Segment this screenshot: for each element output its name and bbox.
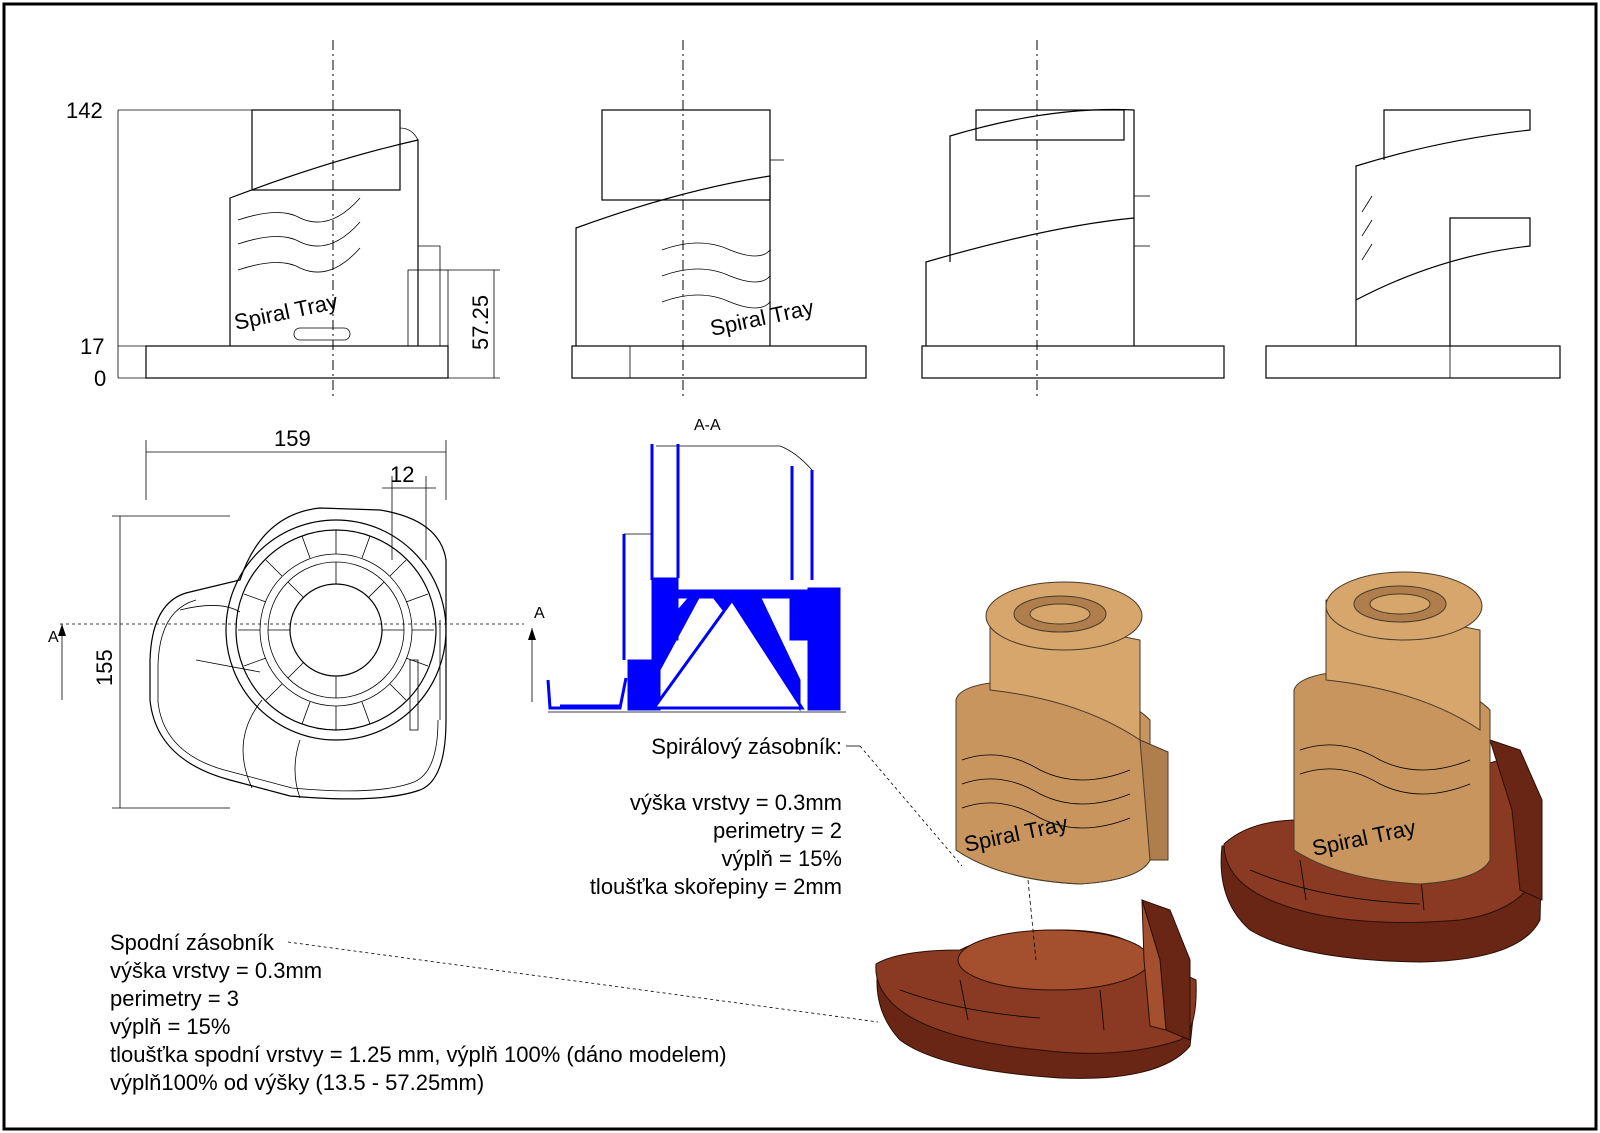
dim-height-57-25: 57.25 xyxy=(468,295,493,350)
front-view-3 xyxy=(921,40,1225,396)
section-label: A-A xyxy=(694,417,721,434)
dim-width-159: 159 xyxy=(274,426,311,451)
dim-height-17: 17 xyxy=(80,334,104,359)
render-exploded-assembly: Spiral Tray xyxy=(875,581,1197,1079)
spiral-tray-notes: Spirálový zásobník: výška vrstvy = 0.3mm… xyxy=(590,734,963,899)
section-marker-right: A xyxy=(534,605,545,622)
top-view xyxy=(149,507,447,800)
bottom-notes-line-4: tloušťka spodní vrstvy = 1.25 mm, výplň … xyxy=(110,1042,727,1067)
front-view-4 xyxy=(1265,109,1561,379)
bottom-notes-line-5: výplň100% od výšky (13.5 - 57.25mm) xyxy=(110,1070,484,1095)
section-view-a-a: A-A A xyxy=(528,417,846,713)
bottom-notes-leader xyxy=(287,941,879,1023)
render-assembled: Spiral Tray xyxy=(1220,571,1543,963)
bottom-tray-notes: Spodní zásobník výška vrstvy = 0.3mm per… xyxy=(110,930,879,1095)
front-view-2: Spiral Tray xyxy=(571,40,867,396)
spiral-notes-line-4: tloušťka skořepiny = 2mm xyxy=(590,874,842,899)
dim-height-142: 142 xyxy=(66,98,103,123)
spiral-notes-line-1: výška vrstvy = 0.3mm xyxy=(630,790,842,815)
dim-depth-155: 155 xyxy=(92,649,117,686)
bottom-notes-line-1: výška vrstvy = 0.3mm xyxy=(110,958,322,983)
front-view-1: Spiral Tray xyxy=(145,40,449,396)
engraving-text-view-2: Spiral Tray xyxy=(708,295,816,341)
side-height-dimension: 57.25 xyxy=(448,269,500,379)
dim-slot-12: 12 xyxy=(390,462,414,487)
height-dimensions: 142 17 0 xyxy=(66,98,252,391)
dim-height-0: 0 xyxy=(94,366,106,391)
bottom-notes-line-2: perimetry = 3 xyxy=(110,986,239,1011)
top-view-dimensions: 159 12 155 A xyxy=(48,426,524,809)
bottom-notes-title: Spodní zásobník xyxy=(110,930,275,955)
bottom-notes-line-3: výplň = 15% xyxy=(110,1014,230,1039)
spiral-notes-line-3: výplň = 15% xyxy=(722,846,842,871)
spiral-notes-line-2: perimetry = 2 xyxy=(713,818,842,843)
section-marker-left: A xyxy=(48,629,59,646)
spiral-notes-title: Spirálový zásobník: xyxy=(651,734,842,759)
